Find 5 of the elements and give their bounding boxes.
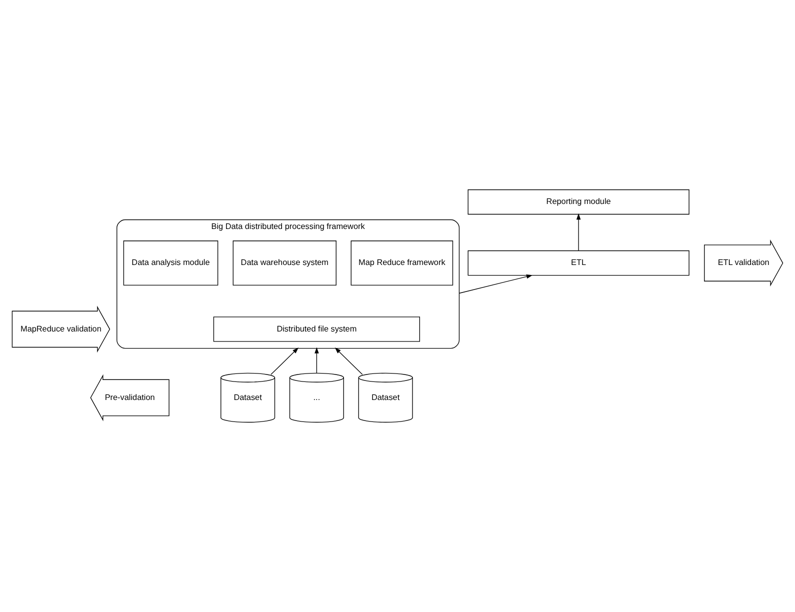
arrow bbox=[334, 348, 363, 375]
arrow bbox=[458, 274, 533, 294]
arrow bbox=[576, 213, 581, 251]
arrow bbox=[270, 348, 299, 375]
arrow bbox=[314, 347, 319, 374]
